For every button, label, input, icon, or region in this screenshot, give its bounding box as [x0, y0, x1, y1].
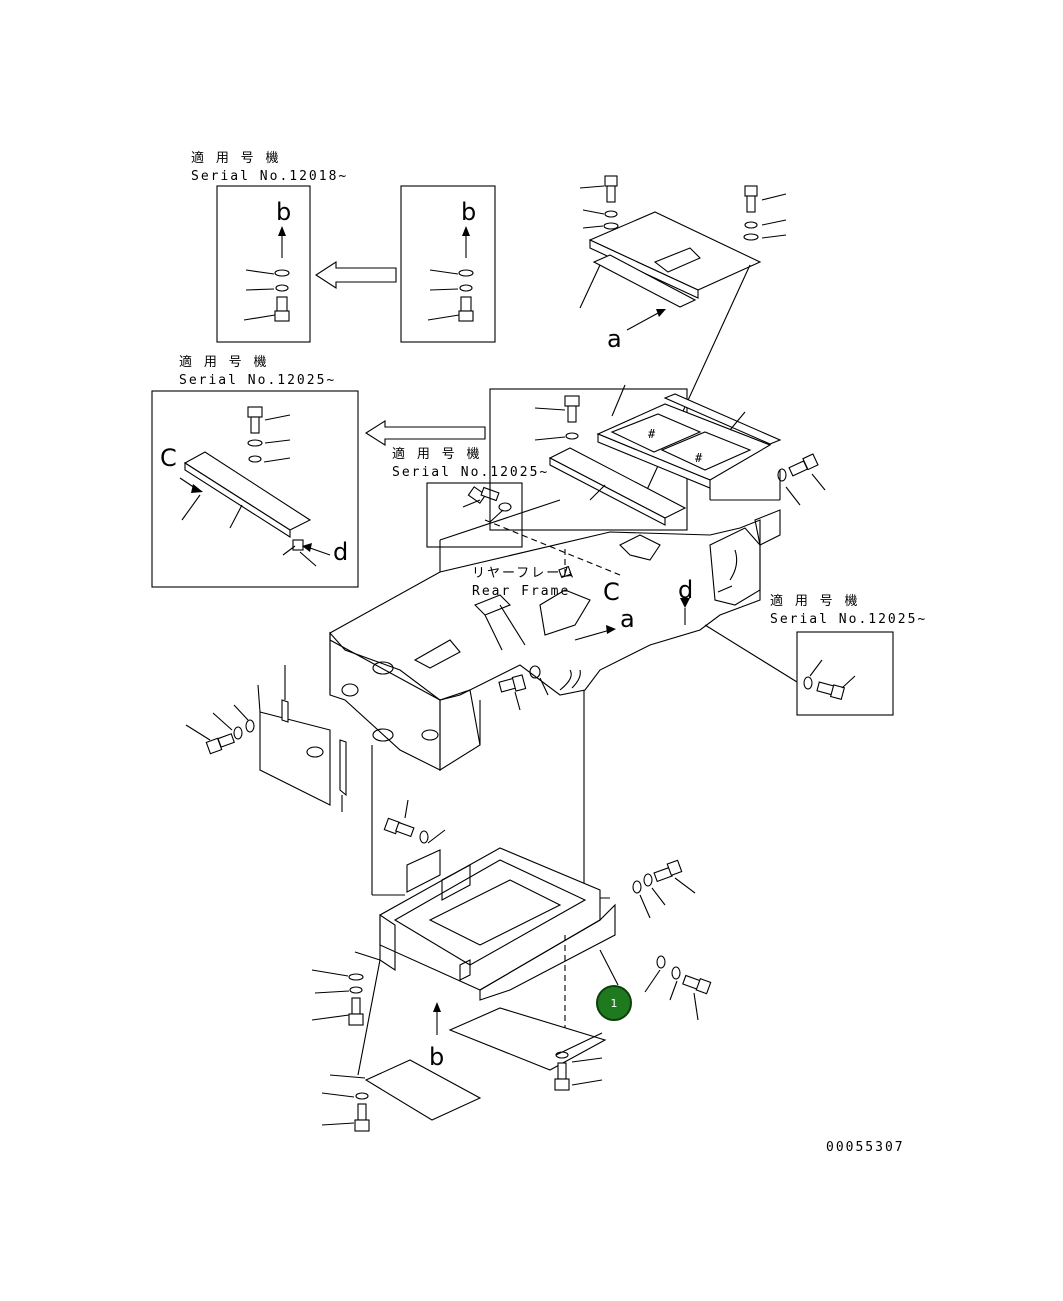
washer-icon [632, 880, 642, 894]
washer-icon [555, 1051, 569, 1059]
svg-text:#: # [695, 451, 703, 465]
view-letter-b: b [461, 198, 476, 226]
access-panel-left [321, 1059, 482, 1132]
bolt-icon [788, 453, 819, 477]
arrow-icon [191, 484, 203, 493]
bolt-icon [498, 674, 527, 693]
view-letter-c: C [603, 578, 620, 606]
washer-icon [275, 284, 289, 292]
washer-icon [355, 1092, 369, 1100]
top-cover-group: a [579, 175, 787, 506]
washer-icon [233, 726, 243, 740]
detail-box-top-left: b [216, 185, 311, 343]
bolt-icon [274, 296, 290, 322]
note-right-jp: 適 用 号 機 [770, 593, 859, 609]
view-letter-a: a [620, 605, 635, 633]
washer-icon [247, 439, 263, 447]
bolt-icon [247, 406, 263, 434]
arrow-icon [462, 226, 470, 236]
drawing-number: 00055307 [826, 1140, 905, 1155]
view-letter-b: b [429, 1043, 444, 1071]
svg-text:#: # [648, 427, 656, 441]
callout-badge-1[interactable]: 1 [596, 985, 632, 1021]
bolt-icon [682, 974, 712, 995]
washer-icon [459, 284, 473, 292]
bolt-icon [348, 997, 364, 1026]
note-center-jp: 適 用 号 機 [392, 446, 481, 462]
big-left-arrow-2 [364, 420, 486, 446]
view-letter-c: C [160, 444, 177, 472]
frame-label-en: Rear Frame [472, 584, 570, 599]
note-top-left-serial: Serial No.12018~ [191, 169, 348, 184]
bolt-icon [564, 395, 580, 423]
view-letter-d: d [333, 538, 348, 566]
arrow-icon [680, 598, 690, 608]
bolt-icon [554, 1062, 570, 1091]
washer-icon [671, 966, 681, 980]
view-letter-d: d [678, 576, 693, 604]
washer-icon [419, 830, 429, 844]
detail-box-right [796, 631, 894, 716]
arrow-icon [433, 1002, 441, 1012]
washer-icon [248, 455, 262, 463]
detail-box-top-right: b [400, 185, 496, 343]
washer-icon [348, 973, 364, 981]
bolt-icon [604, 175, 618, 203]
washer-icon [529, 665, 541, 679]
washer-icon [498, 502, 512, 512]
bolt-icon [744, 185, 758, 213]
note-right-serial: Serial No.12025~ [770, 612, 927, 627]
bolt-icon [653, 859, 683, 883]
washer-icon [743, 233, 759, 241]
detail-box-mid-left: C d [151, 390, 359, 588]
bolt-icon [816, 681, 846, 701]
bolt-icon [383, 817, 415, 838]
bolt-icon [467, 486, 500, 504]
arrow-icon [278, 226, 286, 236]
bottom-left-fasteners [311, 951, 381, 1076]
washer-icon [803, 676, 813, 690]
bolt-icon [458, 296, 474, 322]
big-left-arrow [314, 260, 397, 290]
washer-icon [274, 269, 290, 277]
note-mid-left-serial: Serial No.12025~ [179, 373, 336, 388]
floor-mat-group: # # [596, 384, 826, 506]
note-mid-left-jp: 適 用 号 機 [179, 354, 268, 370]
bolt-icon [354, 1103, 370, 1132]
washer-icon [565, 432, 579, 440]
washer-icon [603, 222, 619, 230]
arrow-icon [606, 625, 616, 634]
arrow-icon [656, 309, 666, 317]
arrow-icon [302, 543, 312, 552]
tray-right-fasteners [599, 859, 712, 1021]
note-center-serial: Serial No.12025~ [392, 465, 549, 480]
washer-icon [777, 468, 787, 482]
under-guard [379, 799, 616, 1030]
detail-box-center-large [489, 388, 688, 531]
washer-icon [656, 955, 666, 969]
rear-frame [329, 499, 781, 771]
view-letter-b: b [276, 198, 291, 226]
washer-icon [604, 210, 618, 218]
washer-icon [458, 269, 474, 277]
washer-icon [245, 719, 255, 733]
frame-label-jp: リヤーフレーム [472, 566, 576, 581]
detail-box-center-small [426, 482, 523, 548]
washer-icon [643, 873, 653, 887]
view-letter-a: a [607, 325, 622, 353]
washer-icon [349, 986, 363, 994]
note-top-left-jp: 適 用 号 機 [191, 150, 280, 166]
washer-icon [744, 221, 758, 229]
bolt-icon [205, 733, 235, 755]
left-side-cover [185, 665, 347, 812]
access-panel-right [448, 1007, 607, 1091]
